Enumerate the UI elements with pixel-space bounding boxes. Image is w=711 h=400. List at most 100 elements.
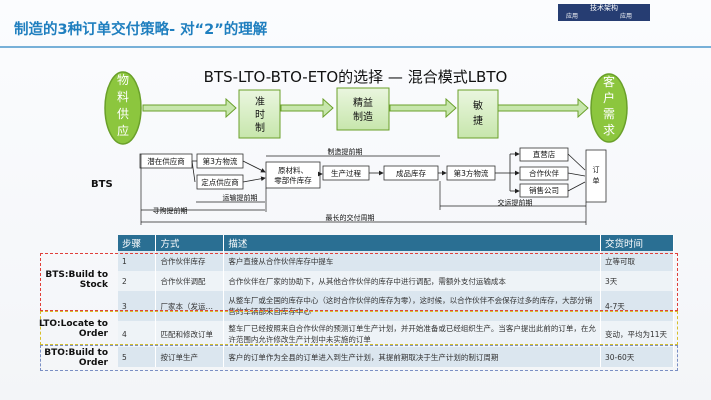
bto-group-label: BTO:Build to Order bbox=[44, 348, 108, 368]
method-cell: 合作伙伴调配 bbox=[155, 271, 225, 291]
table-row: 2 合作伙伴调配 合作伙伴在厂家的协助下，从其他合作伙伴的库存中进行调配，需额外… bbox=[118, 271, 674, 291]
step-cell: 4 bbox=[118, 321, 157, 347]
right-circle-char-3: 需 bbox=[603, 107, 615, 121]
stage-box-agile bbox=[457, 89, 499, 139]
method-cell: 按订单生产 bbox=[155, 347, 225, 367]
mfg-lead-label: 制造提前期 bbox=[328, 147, 363, 156]
table-row: 3 厂家本（发运… 从整车厂或全国的库存中心（这时合作伙伴的库存为零），这时候，… bbox=[118, 291, 674, 321]
tech-architecture-badge: 技术架构 应用 应用 bbox=[558, 4, 650, 21]
box-partner bbox=[519, 166, 569, 181]
bts-group-frame bbox=[40, 253, 678, 311]
badge-left-text: 应用 bbox=[566, 13, 579, 20]
step-cell: 1 bbox=[118, 251, 157, 271]
procure-lead-label: 寻购提前期 bbox=[153, 206, 188, 215]
box-production-label: 生产过程 bbox=[331, 168, 361, 178]
stage-lean-line-2: 制造 bbox=[353, 110, 373, 123]
right-circle-char-1: 客 bbox=[603, 74, 615, 89]
method-cell: 厂家本（发运… bbox=[155, 291, 225, 321]
right-circle-char-2: 户 bbox=[603, 90, 615, 105]
step-cell: 2 bbox=[118, 271, 157, 291]
stage-agile-char-1: 敏 bbox=[473, 99, 483, 112]
box-3pl-1-label: 第3方物流 bbox=[203, 156, 238, 166]
delivery-steps-table: 步骤 方式 描述 交货时间 1 合作伙伴库存 客户直接从合作伙伴库存中提车 立等… bbox=[118, 235, 674, 367]
stage-box-jit bbox=[238, 89, 281, 139]
header-method: 方式 bbox=[155, 235, 225, 251]
link-13 bbox=[567, 153, 586, 171]
box-direct-store-label: 直营店 bbox=[533, 149, 556, 159]
link-14 bbox=[567, 172, 586, 177]
badge-right-text: 应用 bbox=[620, 13, 633, 20]
bto-group-frame bbox=[40, 345, 678, 371]
header-step: 步骤 bbox=[118, 235, 157, 251]
box-finished-goods-label: 成品库存 bbox=[396, 168, 426, 178]
description-cell: 合作伙伴在厂家的协助下，从其他合作伙伴的库存中进行调配，需额外支付运输成本 bbox=[223, 271, 602, 291]
left-circle-char-2: 料 bbox=[117, 90, 129, 104]
link-4 bbox=[242, 176, 266, 183]
stage-jit-char-2: 时 bbox=[255, 109, 265, 121]
link-3 bbox=[242, 160, 266, 173]
stage-arrow-3 bbox=[389, 97, 457, 119]
link-2 bbox=[191, 160, 196, 183]
transport-lead-label: 运输提前期 bbox=[223, 193, 258, 202]
box-materials-inventory bbox=[265, 161, 321, 189]
left-circle-char-1: 物 bbox=[117, 73, 129, 87]
stage-row: 准 时 制 精益 制造 敏 捷 bbox=[142, 87, 589, 139]
box-materials-line-2: 零部件库存 bbox=[274, 175, 312, 185]
left-circle-char-3: 供 bbox=[117, 107, 129, 121]
box-potential-supplier-label: 潜在供应商 bbox=[147, 156, 185, 166]
stage-jit-char-1: 准 bbox=[255, 96, 265, 108]
stage-jit-char-3: 制 bbox=[255, 121, 265, 134]
left-circle-char-4: 应 bbox=[117, 123, 129, 138]
table-header-row: 步骤 方式 描述 交货时间 bbox=[118, 235, 674, 251]
link-15 bbox=[567, 181, 586, 192]
description-cell: 从整车厂或全国的库存中心（这时合作伙伴的库存为零），这时候，以合作伙伴不会保存过… bbox=[223, 291, 602, 321]
supply-chain-flow: 潜在供应商 第3方物流 定点供应商 原材料、 零部件库存 生产过程 成品库存 第… bbox=[139, 147, 607, 225]
stage-arrow-1 bbox=[142, 97, 237, 119]
time-cell: 立等可取 bbox=[600, 251, 674, 271]
stage-arrow-4 bbox=[497, 97, 589, 119]
box-3pl-2-label: 第3方物流 bbox=[454, 168, 489, 178]
table-row: 5 按订单生产 客户的订单作为全县的订单进入到生产计划，其提前期取决于生产计划的… bbox=[118, 347, 674, 367]
bts-label: BTS bbox=[91, 179, 113, 190]
step-cell: 3 bbox=[118, 291, 157, 321]
supply-chain-diagram: 物 料 供 应 客 户 需 求 准 时 制 精益 制造 敏 bbox=[91, 71, 628, 225]
bts-group-label: BTS:Build to Stock bbox=[45, 270, 108, 290]
customer-demand-circle: 客 户 需 求 bbox=[590, 73, 628, 143]
lto-group-label: LTO:Locate to Order bbox=[39, 319, 108, 339]
box-order-char-2: 单 bbox=[593, 176, 600, 185]
box-order-char-1: 订 bbox=[593, 165, 600, 174]
header-description: 描述 bbox=[223, 235, 602, 251]
stage-arrow-2 bbox=[280, 97, 334, 119]
description-cell: 客户直接从合作伙伴库存中提车 bbox=[223, 251, 602, 271]
description-cell: 整车厂已经按照来自合作伙伴的预测订单生产计划，并开始准备或已经组织生产。当客户提… bbox=[223, 321, 602, 347]
diagram-title: BTS-LTO-BTO-ETO的选择 — 混合模式LBTO bbox=[203, 68, 508, 86]
box-sales-company-label: 销售公司 bbox=[529, 185, 559, 195]
time-cell: 30-60天 bbox=[600, 347, 674, 367]
box-order bbox=[585, 149, 607, 203]
stage-lean-line-1: 精益 bbox=[353, 96, 373, 109]
slide-title: 制造的3种订单交付策略- 对“2”的理解 bbox=[14, 22, 268, 38]
table-row: 1 合作伙伴库存 客户直接从合作伙伴库存中提车 立等可取 bbox=[118, 251, 674, 271]
longest-cycle-label: 最长的交付周期 bbox=[326, 213, 375, 222]
box-sales-company bbox=[519, 183, 569, 198]
badge-top-text: 技术架构 bbox=[590, 4, 618, 12]
box-partner-label: 合作伙伴 bbox=[529, 168, 559, 178]
header-delivery-time: 交货时间 bbox=[600, 235, 674, 251]
header-divider bbox=[0, 46, 711, 48]
method-cell: 匹配和修改订单 bbox=[155, 321, 225, 347]
lto-group-frame bbox=[40, 311, 678, 345]
delivery-lead-label: 交运提前期 bbox=[498, 198, 533, 207]
box-fixed-supplier-label: 定点供应商 bbox=[201, 177, 239, 187]
time-cell: 4-7天 bbox=[600, 291, 674, 321]
time-cell: 3天 bbox=[600, 271, 674, 291]
stage-box-lean bbox=[336, 87, 390, 131]
description-cell: 客户的订单作为全县的订单进入到生产计划，其提前期取决于生产计划的制订周期 bbox=[223, 347, 602, 367]
method-cell: 合作伙伴库存 bbox=[155, 251, 225, 271]
step-cell: 5 bbox=[118, 347, 157, 367]
stage-agile-char-2: 捷 bbox=[473, 114, 483, 127]
material-supply-circle: 物 料 供 应 bbox=[104, 71, 142, 145]
time-cell: 变动，平均为11天 bbox=[600, 321, 674, 347]
table-row: 4 匹配和修改订单 整车厂已经按照来自合作伙伴的预测订单生产计划，并开始准备或已… bbox=[118, 321, 674, 347]
box-materials-line-1: 原材料、 bbox=[278, 165, 308, 175]
